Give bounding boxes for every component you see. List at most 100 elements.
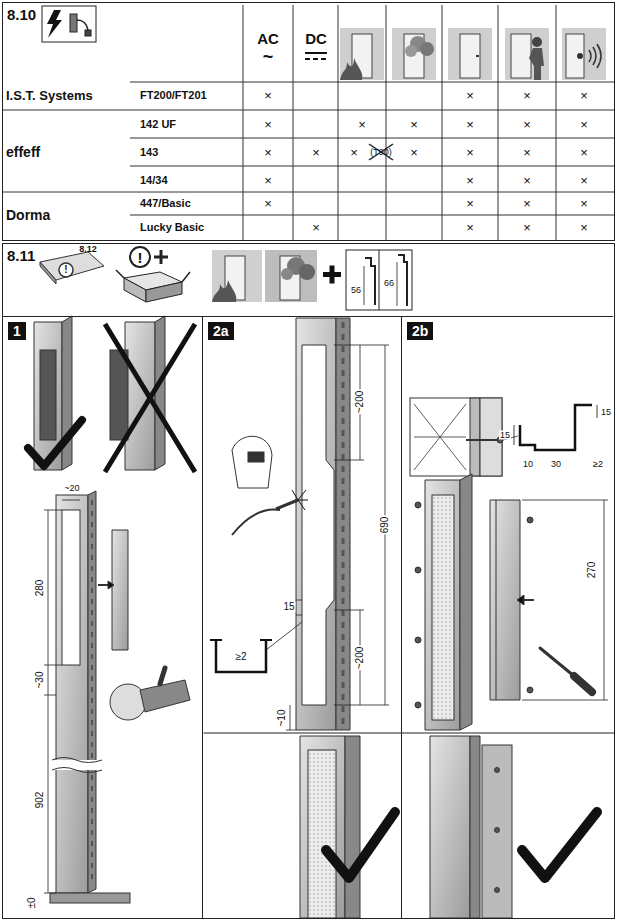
dimension-lines-part xyxy=(44,695,56,696)
result-2a-part xyxy=(300,736,345,918)
table-grid-part xyxy=(130,215,615,216)
dimension-lines-part xyxy=(290,705,291,730)
table-cross: × xyxy=(350,146,358,159)
frame-mount-part xyxy=(527,517,533,523)
package-icon-part xyxy=(130,247,150,267)
profile-icons-part xyxy=(365,258,375,305)
dimension-lines-part xyxy=(522,700,608,701)
table-cross: × xyxy=(358,118,366,131)
correct-mounting-part xyxy=(28,420,82,466)
step-number: 1 xyxy=(8,322,26,340)
z-profile xyxy=(514,405,597,450)
z-profile-part xyxy=(514,425,515,445)
dimension: ≥2 xyxy=(592,460,604,469)
removed-piece-part xyxy=(112,530,128,650)
table-cross: × xyxy=(466,197,474,210)
fire-icon-part xyxy=(340,28,384,80)
reference-number: 8.12 xyxy=(79,245,97,254)
table-grid-part xyxy=(243,5,244,241)
z-profile-part xyxy=(520,405,592,450)
correct-mounting-part xyxy=(40,350,56,440)
table-cross: × xyxy=(264,89,272,102)
dimension: ±0 xyxy=(27,896,37,909)
result-2b-part xyxy=(430,736,470,918)
angle-grinder xyxy=(110,668,190,720)
dimension: 15 xyxy=(282,602,295,612)
frame-mount-part xyxy=(415,502,421,508)
profile-section xyxy=(210,640,272,672)
result-2b-part xyxy=(470,736,480,918)
sound-icon-part xyxy=(589,44,601,68)
welding-part xyxy=(276,500,298,509)
dimension: 10 xyxy=(522,460,534,469)
dimension-lines-part xyxy=(48,665,49,695)
result-2b xyxy=(430,736,597,918)
table-cross: × xyxy=(523,146,531,159)
profile-section-part xyxy=(210,639,272,641)
table-cross: × xyxy=(264,118,272,131)
power-icon-part xyxy=(77,20,88,30)
frame-mount-part xyxy=(496,500,497,700)
dimension: ~20 xyxy=(63,484,80,493)
power-icon-part xyxy=(70,14,77,32)
fire-smoke-images-part xyxy=(265,250,317,302)
strike-out-part xyxy=(369,144,393,160)
package-icon-part xyxy=(146,282,182,302)
table-cross: × xyxy=(580,118,588,131)
separator xyxy=(204,732,616,733)
smoke-icon-part xyxy=(405,45,417,57)
table-grid-part xyxy=(442,5,443,241)
result-2a-part xyxy=(345,736,360,918)
fire-icon xyxy=(340,28,384,80)
dimension: 30 xyxy=(550,460,562,469)
removed-piece-part xyxy=(98,584,108,586)
frame-cutout-part xyxy=(88,491,96,893)
package-icon-part xyxy=(160,250,163,264)
table-cross: × xyxy=(523,89,531,102)
step-panel: 2b xyxy=(402,316,613,918)
z-profile-part xyxy=(597,405,598,418)
power-icon-part xyxy=(42,6,96,42)
wall-section-part xyxy=(414,404,466,470)
power-icon xyxy=(42,6,96,42)
plus-sign-part xyxy=(330,266,335,284)
result-2a-part xyxy=(326,812,395,878)
frame-mount-part xyxy=(524,599,534,601)
strike-out xyxy=(369,144,393,160)
door-icon xyxy=(448,28,492,80)
dimension: ≥2 xyxy=(235,652,246,662)
step-number: 2b xyxy=(407,322,433,340)
person-icon-part xyxy=(511,34,531,78)
dimension-lines-part xyxy=(44,893,56,894)
wall-section-part xyxy=(410,398,502,476)
dimension: 56 xyxy=(350,286,362,295)
welding-part xyxy=(248,452,264,462)
frame-mount-part xyxy=(432,495,454,720)
table-cross: × xyxy=(312,146,320,159)
result-2b-part xyxy=(495,828,500,833)
removed-piece xyxy=(98,530,128,650)
dimension: ~10 xyxy=(277,709,287,728)
person-icon-part xyxy=(505,28,549,80)
strike-out-part xyxy=(369,144,393,160)
result-2b-part xyxy=(495,768,500,773)
frame-mount-part xyxy=(490,500,520,700)
table-grid-part xyxy=(498,5,499,241)
table-cross: × xyxy=(264,174,272,187)
warning-mark: ! xyxy=(138,250,143,265)
brand-name: Dorma xyxy=(6,208,50,222)
smoke-icon-part xyxy=(420,42,434,56)
profile-icons-part xyxy=(398,255,407,306)
correct-mounting xyxy=(28,316,82,470)
fire-smoke-images-part xyxy=(299,264,315,280)
table-cross: × xyxy=(466,174,474,187)
brand-name: I.S.T. Systems xyxy=(6,89,93,102)
section-frame: 8.1112a2b xyxy=(2,243,615,919)
frame-mount-part xyxy=(425,480,460,730)
model-name: FT200/FT201 xyxy=(140,90,207,101)
welding-part xyxy=(232,510,280,535)
wall-section-part xyxy=(466,439,500,441)
manual-icon-part xyxy=(59,263,73,277)
manual-icon-part xyxy=(40,262,56,284)
table-cross: × xyxy=(264,197,272,210)
